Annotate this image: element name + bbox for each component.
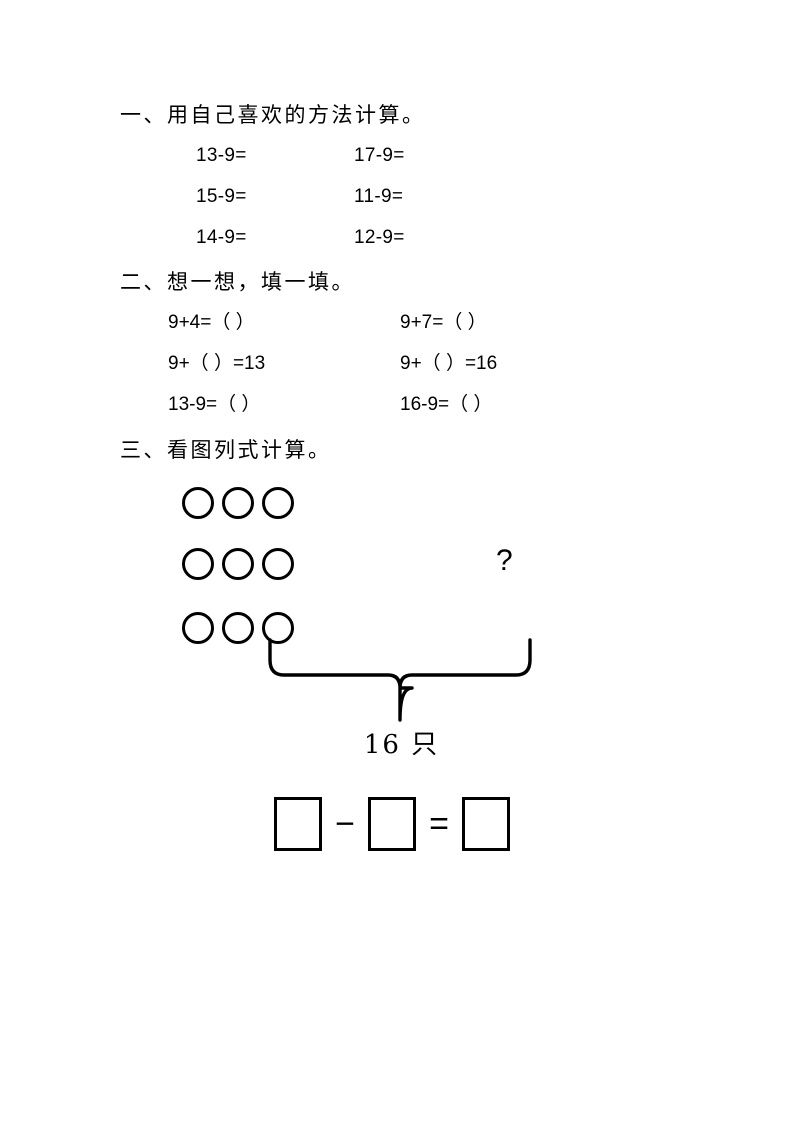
circle-icon <box>262 487 294 519</box>
unknown-question-mark: ? <box>496 544 513 577</box>
minus-operator: − <box>335 805 355 843</box>
brace-wrapper <box>262 638 538 722</box>
section-two-problems: 9+4=（ ） 9+7=（ ） 9+（ ）=13 9+（ ）=16 13-9=（… <box>168 313 632 436</box>
circle-icon <box>182 548 214 580</box>
circle-icon <box>262 612 294 644</box>
problem-item: 16-9=（ ） <box>400 394 493 415</box>
circle-icon <box>182 487 214 519</box>
problem-item: 13-9= <box>196 145 247 166</box>
problem-row: 9+（ ）=13 9+（ ）=16 <box>168 354 632 395</box>
circle-row <box>182 548 294 580</box>
problem-row: 9+4=（ ） 9+7=（ ） <box>168 313 632 354</box>
circle-icon <box>222 548 254 580</box>
circle-icon <box>182 612 214 644</box>
answer-box-minuend[interactable] <box>274 797 322 851</box>
section-one-problems: 13-9= 17-9= 15-9= 11-9= 14-9= 12-9= <box>196 146 514 269</box>
circle-row <box>182 612 294 644</box>
answer-equation-row: − = <box>274 797 510 851</box>
section-two-heading: 二、想一想，填一填。 <box>120 270 355 294</box>
equals-operator: = <box>429 805 449 843</box>
answer-box-difference[interactable] <box>462 797 510 851</box>
circle-row <box>182 487 294 519</box>
curly-brace-icon <box>268 638 532 722</box>
problem-row: 15-9= 11-9= <box>196 187 514 228</box>
brace-total-text: 16 只 <box>363 730 440 760</box>
circle-icon <box>262 548 294 580</box>
problem-item: 14-9= <box>196 227 247 248</box>
problem-item: 12-9= <box>354 227 405 248</box>
problem-item: 9+4=（ ） <box>168 312 255 333</box>
circle-icon <box>222 612 254 644</box>
problem-item: 13-9=（ ） <box>168 394 261 415</box>
section-three-heading: 三、看图列式计算。 <box>120 438 332 462</box>
problem-item: 11-9= <box>354 186 404 207</box>
brace-total-label: 16 只 <box>0 732 793 758</box>
section-one-heading: 一、用自己喜欢的方法计算。 <box>120 103 426 127</box>
problem-row: 13-9=（ ） 16-9=（ ） <box>168 395 632 436</box>
problem-item: 9+7=（ ） <box>400 312 487 333</box>
problem-row: 13-9= 17-9= <box>196 146 514 187</box>
problem-item: 9+（ ）=16 <box>400 353 498 374</box>
problem-row: 14-9= 12-9= <box>196 228 514 269</box>
problem-item: 15-9= <box>196 186 247 207</box>
problem-item: 9+（ ）=13 <box>168 353 266 374</box>
circle-icon <box>222 487 254 519</box>
answer-box-subtrahend[interactable] <box>368 797 416 851</box>
problem-item: 17-9= <box>354 145 405 166</box>
